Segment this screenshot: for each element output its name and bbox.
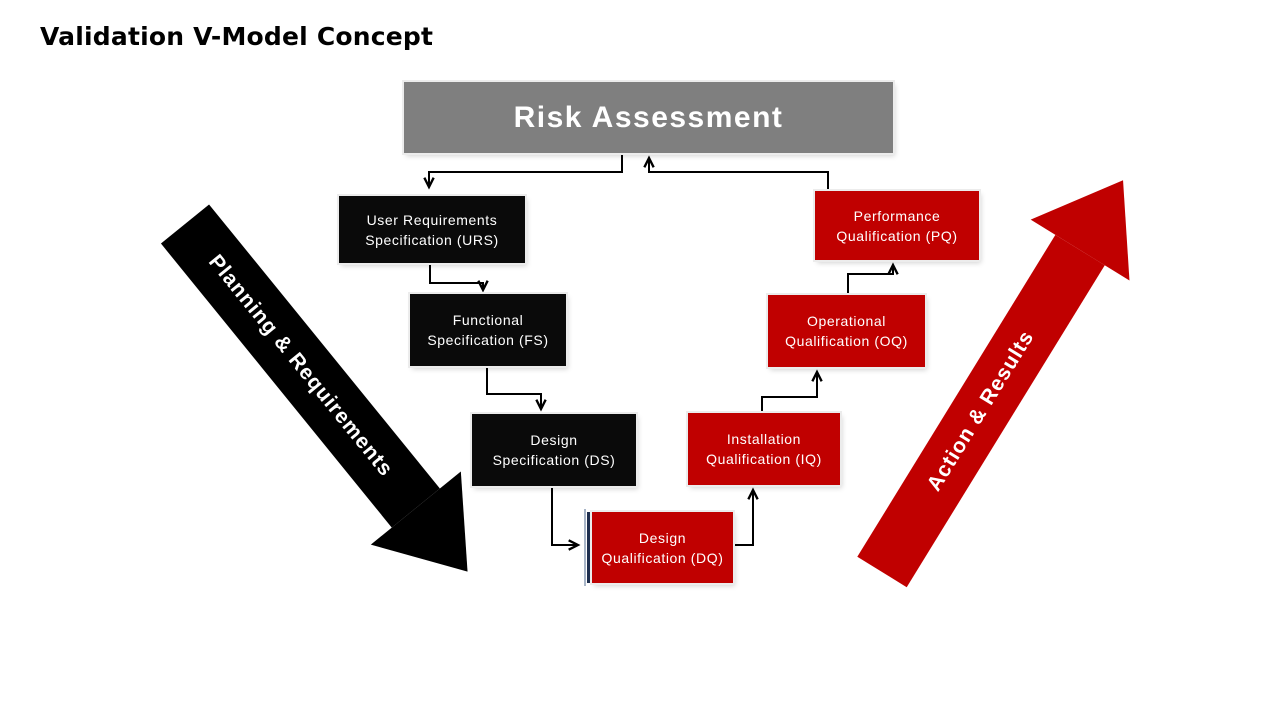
iq-label-line2: Qualification (IQ) [706, 451, 822, 467]
ds-label-line1: Design [530, 432, 578, 448]
connector-risk-to-urs [429, 153, 623, 187]
oq-label-line1: Operational [807, 313, 886, 329]
dq-left-stripe-light [584, 509, 586, 586]
ds-box: Design Specification (DS) [472, 414, 636, 486]
page-title: Validation V-Model Concept [40, 22, 434, 51]
oq-label-line2: Qualification (OQ) [785, 333, 908, 349]
urs-label-line2: Specification (URS) [365, 231, 499, 248]
urs-label-line1: User Requirements [366, 211, 498, 228]
action-arrow-shaft: Action & Results [857, 234, 1105, 588]
dq-left-stripe-dark [587, 512, 590, 583]
iq-label-line1: Installation [726, 431, 802, 447]
iq-box: Installation Qualification (IQ) [688, 413, 840, 485]
connector-iq-to-oq [761, 372, 817, 413]
pq-label-line1: Performance [853, 207, 941, 224]
connector-ds-to-dq [551, 486, 578, 545]
fs-label-line1: Functional [452, 312, 524, 328]
connector-urs-to-fs [429, 263, 483, 290]
fs-label-line2: Specification (FS) [427, 332, 549, 348]
pq-box: Performance Qualification (PQ) [815, 191, 979, 260]
connector-dq-to-iq [733, 490, 753, 546]
planning-arrow-label: Planning & Requirements [204, 250, 398, 482]
ds-label-line2: Specification (DS) [492, 452, 616, 468]
action-arrow-label: Action & Results [922, 326, 1039, 496]
fs-box: Functional Specification (FS) [410, 294, 566, 366]
oq-box: Operational Qualification (OQ) [768, 295, 925, 367]
dq-box: Design Qualification (DQ) [584, 509, 733, 586]
risk-assessment-label: Risk Assessment [513, 100, 784, 134]
pq-label-line2: Qualification (PQ) [836, 227, 958, 244]
dq-label-line1: Design [638, 529, 687, 546]
risk-assessment-box: Risk Assessment [404, 82, 893, 153]
connector-fs-to-ds [486, 366, 541, 409]
connector-oq-to-pq [847, 265, 893, 295]
connector-pq-to-risk [649, 158, 829, 191]
urs-box: User Requirements Specification (URS) [339, 196, 525, 263]
dq-label-line2: Qualification (DQ) [601, 549, 724, 566]
